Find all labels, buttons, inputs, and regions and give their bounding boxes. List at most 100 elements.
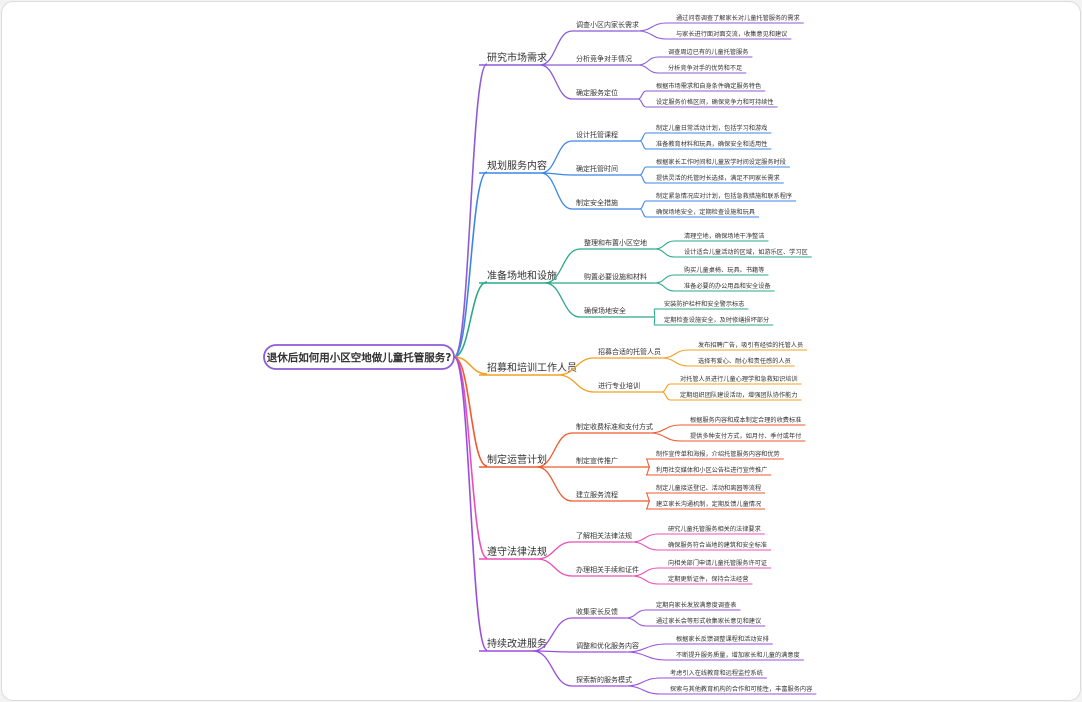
leaf-connector: [639, 208, 647, 218]
leaf-connector: [637, 98, 647, 108]
branch-connector: [453, 356, 488, 559]
sub-topic-label: 进行专业培训: [598, 381, 640, 390]
leaf-label: 根据家长工作时间和儿童放学时间设定服务时段: [656, 158, 786, 166]
leaf-label: 考虑引入在线教育和远程监控系统: [670, 669, 763, 677]
sub-connector: [544, 248, 581, 284]
root-node: [263, 344, 455, 370]
leaf-label: 设计适合儿童活动的区域，如游乐区、学习区: [684, 248, 808, 256]
sub-topic-label: 购置必要设施和材料: [584, 272, 647, 281]
leaf-label: 安装防护栏杆和安全警示标志: [664, 300, 744, 308]
sub-connector: [536, 466, 573, 502]
leaf-connector: [637, 22, 667, 32]
sub-connector: [532, 650, 573, 687]
sub-connector: [532, 617, 573, 652]
leaf-connector: [649, 424, 681, 434]
leaf-label: 定期检查设施安全，及时修缮损坏部分: [664, 316, 769, 324]
leaf-connector: [661, 349, 689, 359]
leaf-label: 制定儿童接送登记、活动和离园等流程: [656, 484, 761, 492]
sub-connector: [539, 64, 573, 100]
leaf-connector: [639, 200, 647, 210]
branch-connector: [453, 356, 488, 375]
sub-topic-label: 制定收费标准和支付方式: [576, 422, 653, 431]
sub-topic-label: 分析竞争对手情况: [576, 54, 632, 63]
leaf-label: 建立家长沟通机制，定期反馈儿童情况: [656, 500, 761, 508]
root-label: 退休后如何用小区空地做儿童托管服务?: [267, 351, 452, 364]
leaf-label: 确保服务符合当地的建筑和安全标准: [668, 541, 767, 549]
sub-topic-label: 了解相关法律法规: [576, 531, 632, 540]
sub-connector: [544, 282, 581, 318]
leaf-connector: [654, 248, 675, 258]
sub-connector: [540, 172, 573, 210]
leaf-connector: [639, 132, 647, 142]
leaf-label: 根据市场需求和自身条件确定服务特色: [656, 82, 761, 90]
sub-connector: [536, 432, 573, 468]
leaf-label: 清理空地，确保场地干净整洁: [684, 232, 764, 240]
branch-label: 持续改进服务: [487, 637, 547, 650]
leaf-label: 研究儿童托管服务相关的法律要求: [668, 525, 761, 533]
sub-topic-label: 确定服务定位: [576, 88, 618, 97]
sub-topic-label: 招募合适的托管人员: [598, 347, 661, 356]
branch-connector: [453, 63, 488, 358]
leaf-label: 根据服务内容和成本制定合理的收费标准: [690, 416, 801, 424]
branch-label: 招募和培训工作人员: [487, 361, 577, 374]
leaf-label: 定期向家长发放满意度调查表: [656, 601, 736, 609]
leaf-label: 调查周边已有的儿童托管服务: [668, 48, 748, 56]
sub-connector: [557, 357, 595, 376]
leaf-connector: [653, 308, 656, 318]
leaf-label: 探索与其他教育机构的合作和可能性，丰富服务内容: [670, 685, 812, 693]
leaf-label: 通过问卷调查了解家长对儿童托管服务的需求: [676, 14, 800, 22]
leaf-label: 选择有爱心、耐心和责任感的人员: [698, 357, 791, 365]
leaf-label: 通过家长会等形式收集家长意见和建议: [656, 617, 762, 625]
leaf-label: 发布招聘广告，吸引有经验的托管人员: [698, 341, 803, 349]
leaf-label: 确保场地安全，定期检查设施和玩具: [656, 208, 755, 216]
leaf-connector: [661, 383, 671, 393]
leaf-connector: [637, 64, 659, 74]
sub-topic-label: 确定托管时间: [576, 164, 618, 173]
branch-connector: [453, 171, 488, 358]
leaf-connector: [645, 466, 651, 476]
sub-connector: [539, 30, 573, 66]
sub-topic-label: 确保场地安全: [584, 306, 626, 315]
leaf-label: 对托管人员进行儿童心理学和急救知识培训: [680, 375, 798, 383]
sub-topic-label: 制定安全措施: [576, 198, 618, 207]
leaf-label: 制定儿童日常活动计划，包括学习和游戏: [656, 124, 767, 132]
branch-connector: [453, 281, 488, 358]
leaf-connector: [625, 685, 661, 695]
leaf-connector: [639, 166, 647, 176]
sub-topic-label: 整理和布置小区空地: [584, 238, 647, 247]
sub-topic-label: 建立服务流程: [576, 490, 618, 499]
leaf-label: 制作宣传单和海报，介绍托管服务内容和优势: [656, 450, 780, 458]
branch-label: 准备场地和设施: [487, 269, 557, 282]
leaf-label: 与家长进行面对面交流，收集意见和建议: [676, 30, 788, 38]
leaf-connector: [661, 391, 671, 401]
leaf-label: 利用社交媒体和小区公告栏进行宣传推广: [656, 466, 767, 474]
leaf-label: 向相关部门申请儿童托管服务许可证: [668, 559, 767, 567]
leaf-connector: [645, 458, 651, 468]
sub-connector: [536, 558, 573, 577]
leaf-label: 不断提升服务质量，增加家长和儿童的满意度: [676, 651, 800, 659]
leaf-connector: [625, 651, 667, 661]
leaf-connector: [631, 541, 659, 551]
leaf-connector: [637, 30, 667, 40]
branch-connector: [453, 356, 488, 651]
sub-topic-label: 调整和优化服务内容: [576, 641, 639, 650]
leaf-label: 定期更新证件，保持合法经营: [668, 575, 748, 583]
leaf-connector: [625, 617, 647, 627]
leaf-connector: [631, 533, 659, 543]
branch-label: 制定运营计划: [487, 453, 547, 466]
leaf-connector: [661, 357, 689, 367]
sub-topic-label: 探索新的服务模式: [576, 675, 632, 684]
sub-connector: [540, 140, 573, 174]
branch-label: 规划服务内容: [487, 159, 547, 172]
branch-connector: [453, 356, 488, 467]
sub-connector: [536, 541, 573, 560]
branch-label: 遵守法律法规: [487, 545, 547, 558]
leaf-connector: [637, 56, 659, 66]
leaf-label: 准备教育材料和玩具，确保安全和适用性: [656, 140, 767, 148]
leaf-label: 购买儿童桌椅、玩具、书籍等: [684, 266, 764, 274]
leaf-label: 分析竞争对手的优势和不足: [668, 64, 742, 72]
sub-topic-label: 办理相关手续和证件: [576, 565, 639, 574]
leaf-connector: [639, 140, 647, 150]
